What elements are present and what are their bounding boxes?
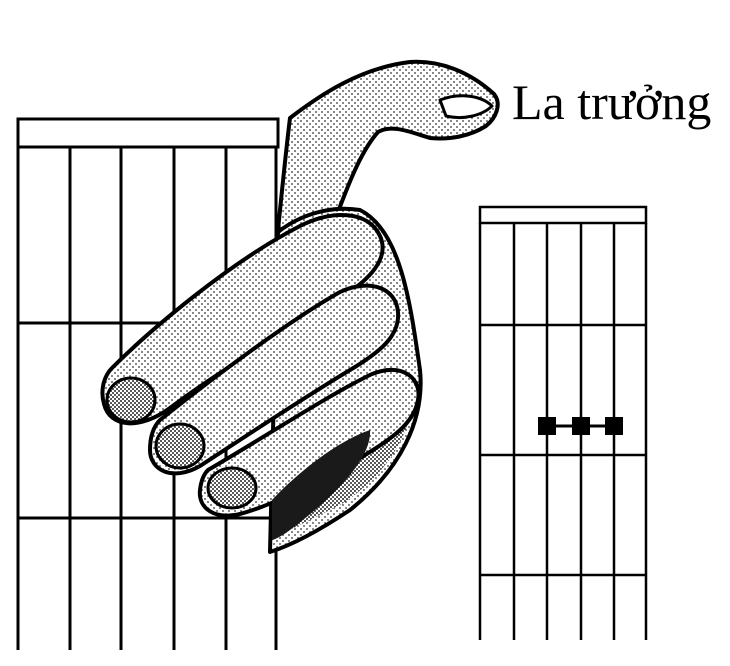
finger-dot (538, 417, 556, 435)
chord-title: La trưởng (512, 74, 712, 130)
index-fingertip-pad (105, 376, 157, 424)
hand-illustration (100, 59, 500, 554)
finger-dot (572, 417, 590, 435)
fretboard-large-strings (16, 147, 278, 650)
thumbnail (438, 94, 494, 120)
finger-dots (538, 417, 623, 435)
fretboard-small-nut (478, 205, 648, 225)
middle-finger (148, 283, 401, 476)
hand-edge-shadow (272, 430, 371, 540)
middle-fingertip-pad (154, 422, 206, 470)
fretboard-large-nut (16, 117, 280, 149)
finger-dot (605, 417, 623, 435)
ring-fingertip-pad (206, 466, 258, 510)
thumb (276, 59, 500, 232)
fretboard-large (16, 117, 280, 650)
fretboard-small-frets (480, 323, 646, 577)
